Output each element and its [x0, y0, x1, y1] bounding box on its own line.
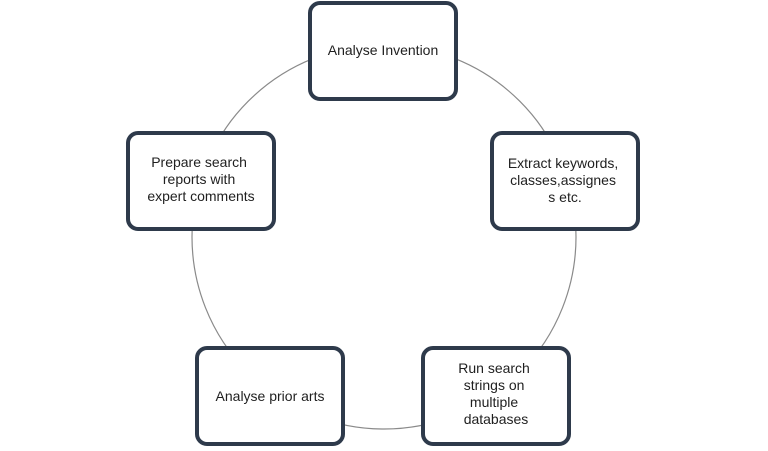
- node-analyse-prior-arts: Analyse prior arts: [195, 346, 345, 446]
- node-label: Prepare search reports with expert comme…: [147, 154, 254, 204]
- node-prepare-search-reports: Prepare search reports with expert comme…: [126, 131, 276, 231]
- node-box: [490, 131, 640, 231]
- node-label-line: Analyse prior arts: [216, 388, 325, 404]
- node-box: [421, 346, 571, 446]
- node-label-line: databases: [464, 411, 529, 427]
- node-label-line: multiple: [470, 394, 518, 410]
- node-run-search-strings: Run search strings on multiple databases: [421, 346, 571, 446]
- node-label-line: Prepare search: [151, 154, 247, 170]
- node-analyse-invention: Analyse Invention: [308, 1, 458, 101]
- node-label-line: reports with: [163, 171, 235, 187]
- node-box: [126, 131, 276, 231]
- node-label-line: Analyse Invention: [328, 42, 439, 58]
- node-box: [195, 346, 345, 446]
- node-label-line: expert comments: [147, 188, 254, 204]
- node-label-line: strings on: [464, 377, 525, 393]
- node-box: [308, 1, 458, 101]
- node-label: Analyse prior arts: [216, 388, 325, 404]
- node-label: Analyse Invention: [328, 42, 439, 58]
- node-label-line: Extract keywords,: [508, 155, 618, 171]
- node-label: Extract keywords, classes,assignes s etc…: [508, 155, 622, 205]
- node-label-line: classes,assignes: [510, 172, 616, 188]
- node-extract-keywords: Extract keywords, classes,assignes s etc…: [490, 131, 640, 231]
- node-label-line: s etc.: [548, 189, 581, 205]
- node-label-line: Run search: [458, 360, 530, 376]
- node-label: Run search strings on multiple databases: [458, 360, 533, 427]
